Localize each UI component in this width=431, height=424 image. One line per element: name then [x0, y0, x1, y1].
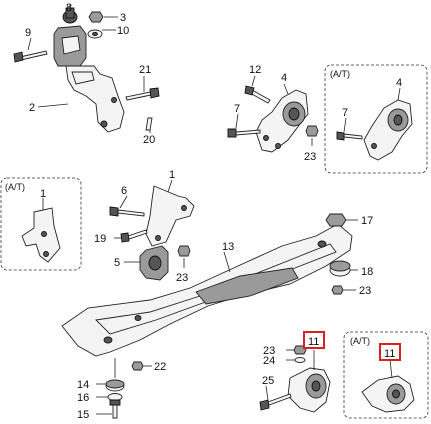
engine-mount-upper-assembly	[13, 4, 160, 133]
bolt-6	[117, 209, 145, 217]
bolt-19	[127, 229, 148, 240]
at-variant-box-bottom-right: (A/T)	[343, 331, 429, 419]
bracket-hole	[100, 120, 108, 128]
crossmember-hardware-right	[325, 213, 358, 295]
bolt-7-head	[227, 128, 237, 138]
label-7-at: 7	[342, 107, 348, 119]
label-23: 23	[359, 285, 371, 297]
label-15: 15	[77, 409, 89, 421]
nut-23	[331, 285, 344, 295]
nut-23	[177, 245, 191, 257]
washer-24	[294, 357, 306, 363]
label-8: 8	[66, 2, 72, 14]
label-11-at: 11	[384, 348, 395, 360]
label-14: 14	[77, 379, 89, 391]
part-number-labels: 8 3 10 9 21 2 20 12 4 7 23 4 7 1 1 6 19 …	[25, 2, 402, 421]
lower-mount-assembly	[259, 345, 331, 413]
bolt-21	[125, 91, 152, 101]
crossmember-13	[61, 223, 353, 357]
label-20: 20	[143, 134, 155, 146]
bolt-9	[19, 50, 48, 61]
crossmember-hardware-left	[96, 358, 152, 419]
nut-3	[88, 11, 104, 23]
bolt-21-head	[149, 87, 160, 99]
bracket-1-at	[21, 207, 61, 263]
bracket-hole	[111, 97, 117, 103]
transaxle-mount-assembly	[227, 75, 319, 153]
bolt-12-head	[244, 85, 255, 96]
washer-hole	[92, 32, 98, 36]
bolt-25	[267, 393, 292, 406]
washer-16	[107, 393, 123, 401]
mount-face	[61, 35, 81, 55]
highlight-box-11-at	[379, 343, 401, 361]
label-12: 12	[249, 64, 261, 76]
label-1-at: 1	[40, 188, 46, 200]
bracket-plate	[71, 71, 95, 85]
at-variant-box-top-right: (A/T)	[324, 64, 428, 174]
label-4: 4	[281, 72, 287, 84]
label-17: 17	[361, 215, 373, 227]
bracket-1	[145, 185, 195, 247]
nut-23	[305, 125, 319, 137]
label-23: 23	[304, 151, 316, 163]
label-9: 9	[25, 27, 31, 39]
bolt-7-at	[343, 133, 363, 140]
crossmember-cutout	[195, 267, 299, 305]
at-variant-box-left: (A/T)	[0, 177, 82, 271]
label-16: 16	[77, 392, 89, 404]
nut-22	[131, 361, 144, 371]
label-11: 11	[308, 336, 319, 348]
label-5: 5	[114, 257, 120, 269]
variant-tag: (A/T)	[5, 182, 25, 192]
nut-17	[325, 213, 347, 227]
bolt-9-head	[13, 51, 24, 63]
label-19: 19	[94, 233, 106, 245]
label-4-at: 4	[396, 77, 402, 89]
label-22: 22	[154, 361, 166, 373]
label-10: 10	[117, 25, 129, 37]
label-2: 2	[29, 102, 35, 114]
label-7: 7	[234, 103, 240, 115]
label-3: 3	[120, 12, 126, 24]
label-24: 24	[263, 355, 275, 367]
label-13: 13	[222, 241, 234, 253]
label-6: 6	[121, 185, 127, 197]
label-23: 23	[263, 345, 275, 357]
label-25: 25	[262, 375, 274, 387]
label-1: 1	[169, 169, 175, 181]
label-18: 18	[361, 266, 373, 278]
label-23: 23	[176, 272, 188, 284]
highlight-box-11	[303, 331, 325, 349]
variant-tag: (A/T)	[330, 69, 350, 79]
label-21: 21	[139, 64, 151, 76]
mount-bracket-4-at	[363, 99, 413, 161]
bolt-20	[145, 117, 153, 131]
rear-mount-assembly	[109, 179, 195, 281]
bushing-core	[288, 107, 300, 121]
variant-tag: (A/T)	[350, 336, 370, 346]
